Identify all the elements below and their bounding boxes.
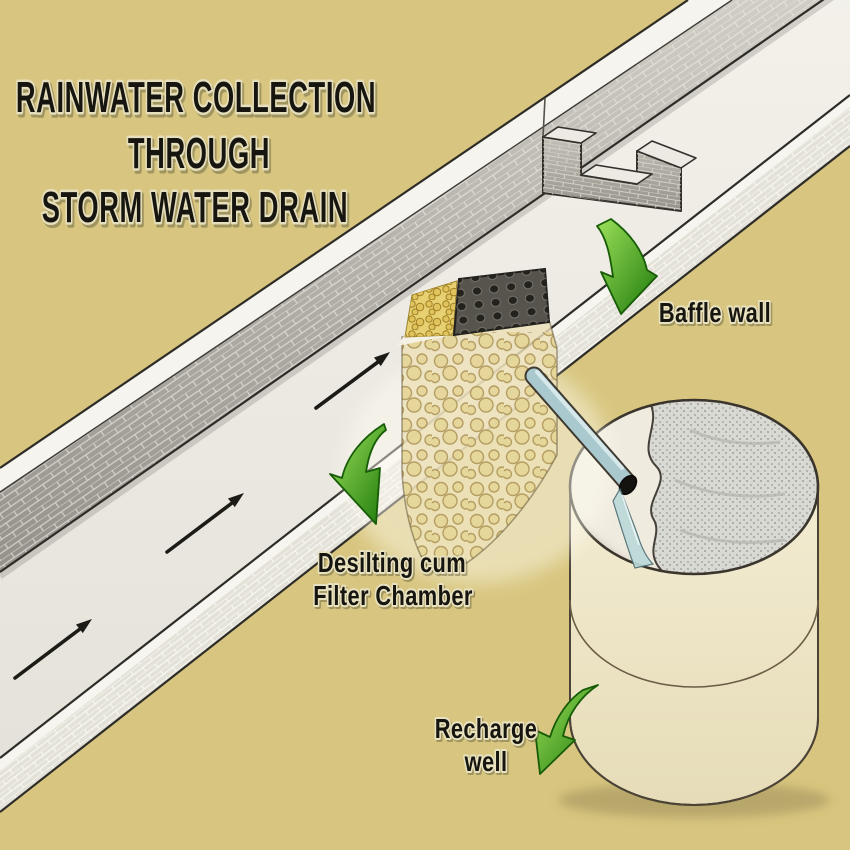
flow-arrow-3-head [374,352,390,367]
flow-arrow-3-shaft [314,360,380,410]
flow-arrow-2-shaft [165,501,234,554]
well-rock-streaks [674,428,786,544]
baffle-wall-right-block-top [636,140,697,169]
far-wall-base-edge [0,0,825,573]
chamber-outline [401,315,558,575]
chamber-grate-dots [454,269,549,335]
recharge-label-line-2: well [464,746,508,777]
baffle-wall-label: Baffle wall [659,297,771,328]
title-line-3: STORM WATER DRAIN [42,182,348,231]
chamber-gravel-pebbles [405,281,457,337]
well-bottom-ring [569,717,819,806]
title-block: RAINWATER COLLECTION THROUGH STORM WATER… [14,70,378,233]
title-line-2: THROUGH [128,128,270,177]
well-ring-line [569,599,819,688]
baffle-wall-left-block-top [542,126,597,144]
far-wall-inner-edge [0,0,733,493]
wall-base-shadow [0,0,834,579]
flow-arrow-1-head [76,619,92,634]
desilting-label-line-1: Desilting cum [318,547,466,578]
water-glint [621,494,640,546]
desilting-label-line-2: Filter Chamber [313,580,472,611]
flow-arrows [13,352,390,680]
pipe-tube [526,368,635,490]
flow-arrow-1-shaft [13,627,82,680]
well-rock-stipple [648,400,818,574]
far-wall-outer-edge [0,0,689,469]
diagram-labels: Baffle wall Desilting cum Filter Chamber… [311,296,772,780]
baffle-wall [542,97,697,212]
pipe-highlight [535,370,624,470]
title-line-1: RAINWATER COLLECTION [16,72,376,121]
recharge-pointer-arrow [534,684,599,775]
baffle-wall-notch-floor [580,164,653,185]
pointer-arrows [329,218,658,775]
outlet-pipe [524,366,655,569]
desilting-pointer-arrow [329,423,387,525]
baffle-wall-joint [542,97,546,138]
baffle-pointer-arrow [596,218,658,315]
flow-arrow-2-head [228,493,244,508]
recharge-label-line-1: Recharge [435,713,538,744]
filter-chamber [343,267,613,583]
